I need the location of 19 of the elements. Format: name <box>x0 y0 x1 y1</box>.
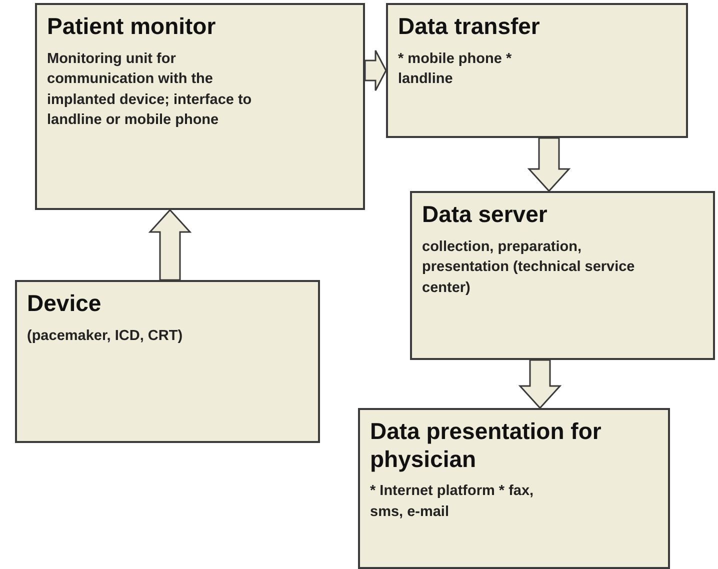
process-box <box>410 191 715 360</box>
block-arrow <box>364 50 387 92</box>
box-text: * Internet platform * fax, sms, e-mail <box>370 482 535 522</box>
block-arrow <box>527 137 571 192</box>
process-box <box>386 3 688 138</box>
box-title: Data server <box>422 201 548 229</box>
box-text: * mobile phone * landline <box>398 50 513 90</box>
box-title: Data transfer <box>398 13 541 41</box>
block-arrow <box>148 208 192 281</box>
process-box <box>35 3 365 210</box>
box-title: Data presentation for physician <box>370 418 602 474</box>
process-box <box>358 408 670 569</box>
box-title: Patient monitor <box>47 13 217 41</box>
box-text: Monitoring unit for communication with the implanted device; interface to landline or mobile phone <box>47 50 253 130</box>
box-title: Device <box>27 290 102 318</box>
box-text: collection, preparation, presentation (technical service center) <box>422 238 636 298</box>
process-box <box>15 280 320 443</box>
block-arrow <box>518 359 562 410</box>
box-text: (pacemaker, ICD, CRT) <box>27 326 184 346</box>
